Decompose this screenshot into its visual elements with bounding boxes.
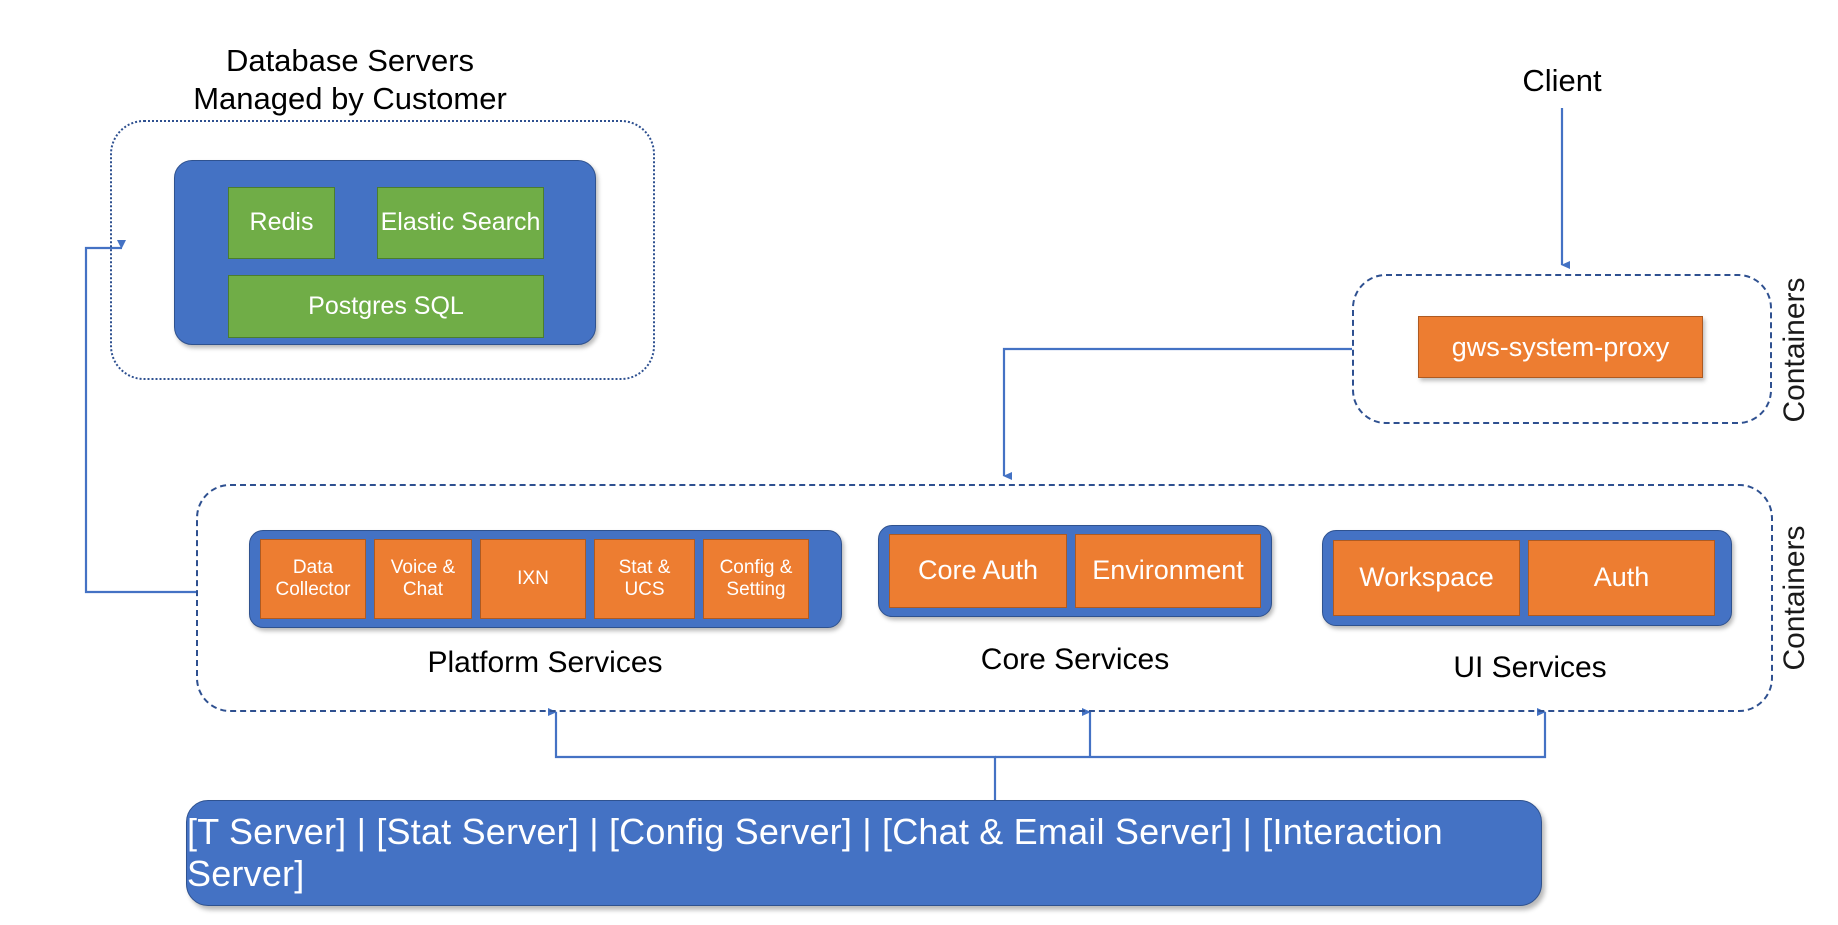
ui-node-auth[interactable]: Auth: [1528, 540, 1715, 616]
containers-label-bottom: Containers: [1778, 525, 1811, 671]
platform-node-voice-chat[interactable]: Voice & Chat: [374, 539, 472, 619]
containers-label-top: Containers: [1778, 277, 1811, 423]
core-node-core-auth[interactable]: Core Auth: [889, 534, 1068, 608]
core-services-group: Core Auth Environment: [878, 525, 1272, 617]
platform-node-data-collector[interactable]: Data Collector: [260, 539, 366, 619]
database-servers-caption: Database Servers Managed by Customer: [193, 43, 507, 116]
database-container-frame: [110, 120, 655, 380]
platform-services-caption: Platform Services: [427, 646, 663, 679]
ui-services-group: Workspace Auth: [1322, 530, 1732, 626]
proxy-node-gws-system-proxy[interactable]: gws-system-proxy: [1418, 316, 1703, 378]
platform-node-config-setting[interactable]: Config & Setting: [703, 539, 809, 619]
core-node-environment[interactable]: Environment: [1075, 534, 1261, 608]
services-container-frame: [196, 484, 1773, 712]
platform-node-ixn[interactable]: IXN: [480, 539, 586, 619]
platform-node-stat-ucs[interactable]: Stat & UCS: [594, 539, 695, 619]
connector-servers-to-services: [548, 708, 1547, 800]
ui-services-caption: UI Services: [1453, 651, 1607, 684]
core-services-caption: Core Services: [980, 643, 1170, 676]
server-bar[interactable]: [T Server] | [Stat Server] | [Config Ser…: [186, 800, 1542, 906]
connector-proxy-to-core-services: [1002, 347, 1352, 480]
ui-node-workspace[interactable]: Workspace: [1333, 540, 1520, 616]
db-node-elastic-search[interactable]: Elastic Search: [377, 187, 544, 259]
platform-services-group: Data Collector Voice & Chat IXN Stat & U…: [249, 530, 842, 628]
proxy-container-frame: [1352, 274, 1772, 424]
client-label: Client: [1522, 63, 1602, 98]
db-node-redis[interactable]: Redis: [228, 187, 335, 259]
db-node-postgres-sql[interactable]: Postgres SQL: [228, 275, 544, 338]
database-group: Redis Elastic Search Postgres SQL: [174, 160, 596, 345]
